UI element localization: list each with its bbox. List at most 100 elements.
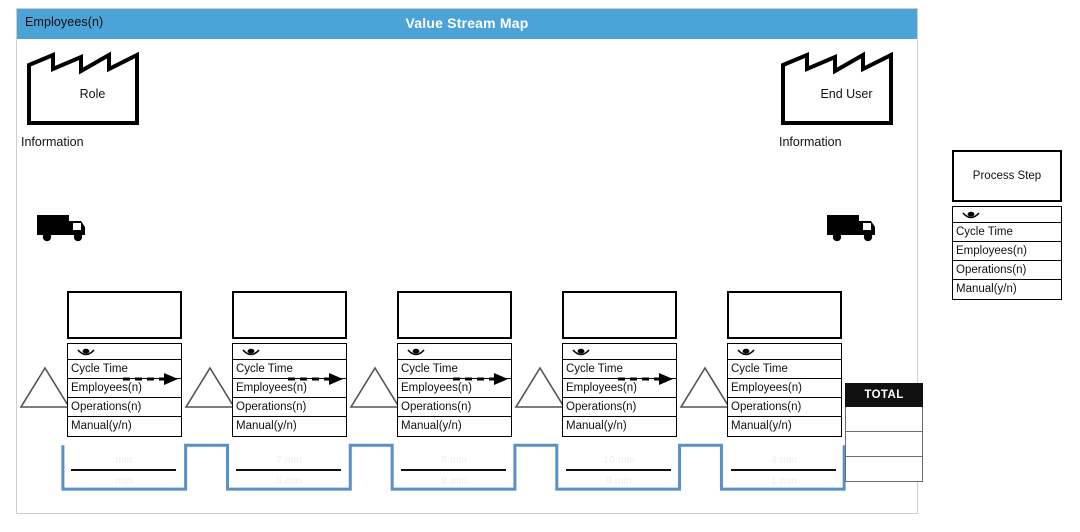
triangle-icon (679, 366, 731, 408)
station-operations: Operations(n) (728, 398, 841, 417)
legend-panel: Process Step Cycle Time Employees(n) Ope… (952, 150, 1062, 300)
timeline-lower-value: 9 min (606, 475, 632, 487)
push-arrow (452, 371, 510, 387)
dashed-arrow-icon (123, 373, 178, 385)
legend-data-box: Cycle Time Employees(n) Operations(n) Ma… (952, 206, 1062, 300)
station-name-box[interactable] (562, 291, 677, 339)
timeline-lower-value: 8 min (441, 475, 467, 487)
station-operations: Operations(n) (233, 398, 346, 417)
triangle-icon (349, 366, 401, 408)
eye-icon (737, 348, 755, 356)
vsm-canvas: Employees(n) Value Stream Map Role Infor… (16, 8, 923, 514)
customer-factory[interactable]: End User (779, 47, 914, 127)
eye-icon (962, 211, 980, 219)
total-header: TOTAL (845, 383, 923, 407)
station-name-box[interactable] (397, 291, 512, 339)
push-arrow (287, 371, 345, 387)
supplier-label: Role (79, 87, 106, 101)
value-added-bar (236, 469, 341, 471)
legend-row-manual: Manual(y/n) (956, 283, 1017, 295)
supplier-factory[interactable]: Role (25, 47, 160, 127)
timeline-upper-value: 10 min (603, 454, 635, 466)
outbound-shipment-truck[interactable] (823, 207, 883, 247)
eye-icon (572, 348, 590, 356)
customer-information-label: Information (779, 135, 842, 149)
truck-icon (37, 215, 85, 242)
factory-icon (781, 51, 893, 125)
dashed-arrow-icon (618, 373, 673, 385)
station-operations: Operations(n) (398, 398, 511, 417)
push-arrow (122, 371, 180, 387)
inventory-triangle[interactable] (349, 364, 401, 410)
station-operations: Operations(n) (563, 398, 676, 417)
station-name-box[interactable] (727, 291, 842, 339)
eye-icon (407, 348, 425, 356)
page-title: Value Stream Map (405, 15, 529, 31)
dashed-arrow-icon (288, 373, 343, 385)
value-added-bar (401, 469, 506, 471)
value-added-bar (566, 469, 671, 471)
value-added-bar (71, 469, 176, 471)
legend-row-employees: Employees(n) (953, 242, 1061, 261)
station-employees: Employees(n) (398, 379, 511, 398)
station-manual: Manual(y/n) (236, 420, 297, 432)
eye-icon (77, 348, 95, 356)
station-eye-row (233, 344, 346, 360)
header-bar: Employees(n) Value Stream Map (17, 9, 917, 39)
station-employees: Employees(n) (728, 379, 841, 398)
station-eye-row (68, 344, 181, 360)
factory-icon (27, 51, 139, 125)
triangle-icon (514, 366, 566, 408)
customer-label: End User (820, 87, 873, 101)
total-cell-3[interactable] (845, 457, 923, 482)
station-name-box[interactable] (67, 291, 182, 339)
total-cell-1[interactable] (845, 407, 923, 432)
triangle-icon (184, 366, 236, 408)
inbound-shipment-truck[interactable] (33, 207, 93, 247)
inventory-triangle[interactable] (514, 364, 566, 410)
legend-process-step-box: Process Step (952, 150, 1062, 202)
eye-icon (242, 348, 260, 356)
truck-icon (827, 215, 875, 242)
station-employees: Employees(n) (563, 379, 676, 398)
station-name-box[interactable] (232, 291, 347, 339)
supplier-information-label: Information (21, 135, 84, 149)
push-arrow (617, 371, 675, 387)
inventory-triangle[interactable] (679, 364, 731, 410)
timeline-upper-value: 8 min (441, 454, 467, 466)
station-manual: Manual(y/n) (401, 420, 462, 432)
value-added-bar (731, 469, 836, 471)
legend-row-cycle-time: Cycle Time (953, 223, 1061, 242)
dashed-arrow-icon (453, 373, 508, 385)
station-operations: Operations(n) (68, 398, 181, 417)
inventory-triangle[interactable] (19, 364, 71, 410)
timeline-lower-value: min (115, 475, 133, 487)
legend-row-operations: Operations(n) (953, 261, 1061, 280)
station-employees: Employees(n) (233, 379, 346, 398)
station-eye-row (398, 344, 511, 360)
station-eye-row (563, 344, 676, 360)
station-eye-row (728, 344, 841, 360)
timeline-upper-value: 4 min (771, 454, 797, 466)
timeline-upper-value: min (115, 454, 133, 466)
total-box: TOTAL (845, 383, 923, 482)
legend-process-step-label: Process Step (972, 170, 1042, 182)
station-manual: Manual(y/n) (731, 420, 792, 432)
station-employees: Employees(n) (68, 379, 181, 398)
total-cell-2[interactable] (845, 432, 923, 457)
header-left-label: Employees(n) (25, 15, 104, 29)
legend-eye-row (953, 207, 1061, 223)
station-cycle-time: Cycle Time (728, 360, 841, 379)
station-manual: Manual(y/n) (566, 420, 627, 432)
timeline-upper-value: 7 min (276, 454, 302, 466)
inventory-triangle[interactable] (184, 364, 236, 410)
